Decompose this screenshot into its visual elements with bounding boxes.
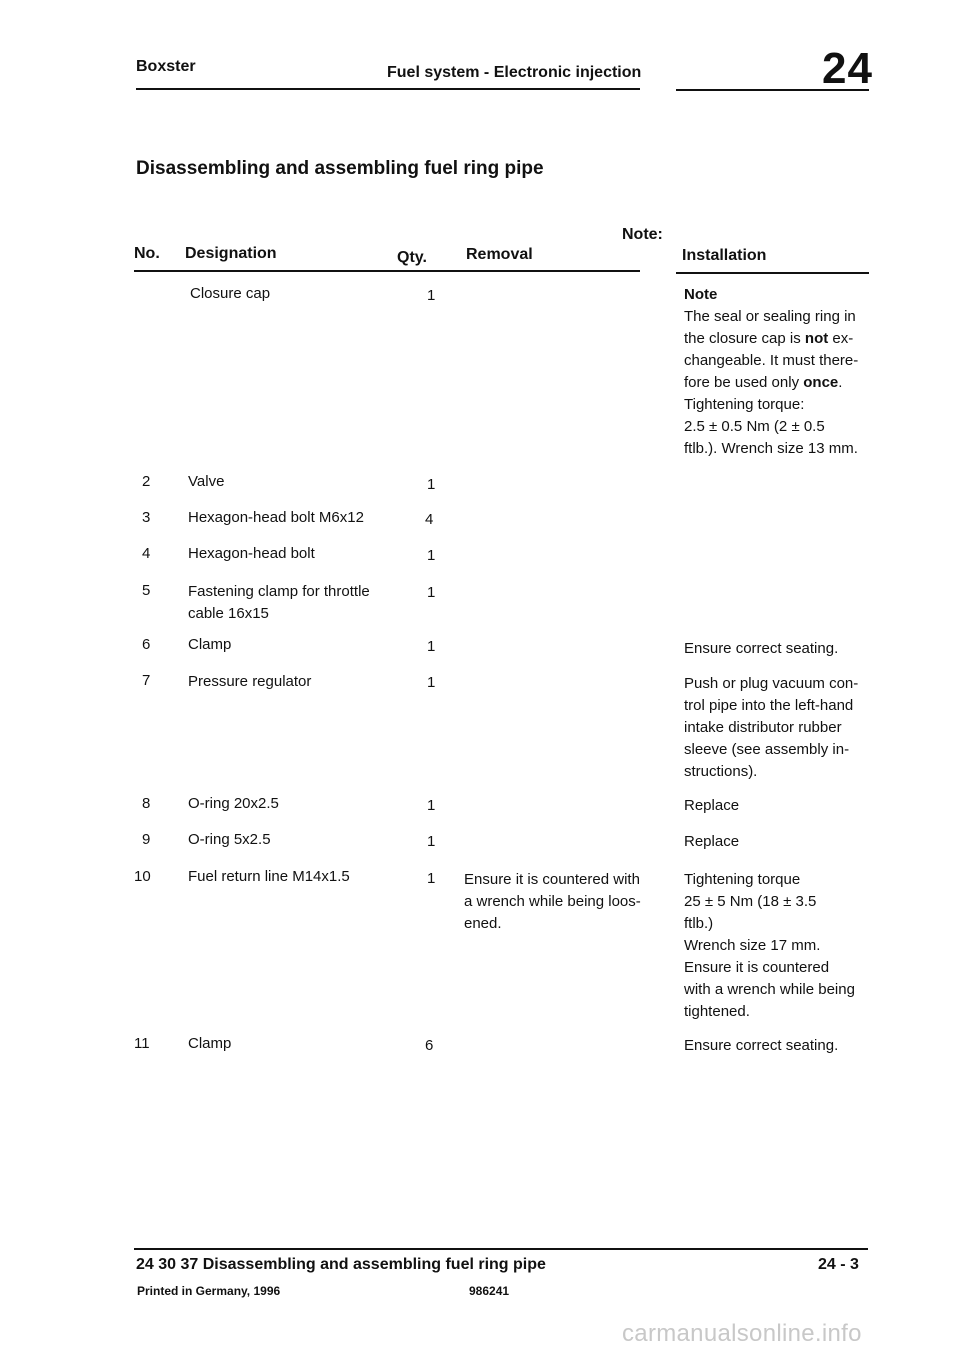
table-row-6-designation: Clamp (188, 636, 232, 653)
table-row-3-no: 3 (142, 509, 151, 526)
table-row-5-no: 5 (142, 582, 151, 599)
table-row-7-qty: 1 (427, 674, 436, 691)
table-row-1-designation: Closure cap (190, 285, 271, 302)
col-header-installation: Installation (682, 247, 767, 264)
table-row-8-installation: Replace (684, 797, 740, 814)
header-rule-left (136, 88, 640, 90)
footer-printed: Printed in Germany, 1996 (137, 1284, 281, 1298)
note-line: Tightening torque: (684, 396, 805, 413)
header-rule-right (676, 89, 869, 91)
note-line: 2.5 ± 0.5 Nm (2 ± 0.5 (684, 418, 825, 435)
table-row-11-installation: Ensure correct seating. (684, 1037, 839, 1054)
note-text: the closure cap is (684, 330, 805, 347)
table-row-7-no: 7 (142, 672, 151, 689)
table-row-6-no: 6 (142, 636, 151, 653)
note-line: The seal or sealing ring in (684, 308, 856, 325)
col-header-qty: Qty. (397, 249, 427, 266)
table-row-7-designation: Pressure regulator (188, 673, 312, 690)
table-row-8-qty: 1 (427, 797, 436, 814)
table-row-11-qty: 6 (425, 1037, 434, 1054)
table-row-7-installation: Push or plug vacuum con- trol pipe into … (684, 675, 859, 780)
table-row-8-no: 8 (142, 795, 151, 812)
table-row-6-installation: Ensure correct seating. (684, 640, 839, 657)
table-row-4-qty: 1 (427, 547, 436, 564)
table-row-8-designation: O-ring 20x2.5 (188, 795, 279, 812)
col-header-no: No. (134, 245, 160, 262)
note-text: ex- (828, 330, 854, 347)
footer-doc-number: 986241 (469, 1284, 510, 1298)
table-row-2-no: 2 (142, 473, 151, 490)
note-emphasis: not (804, 330, 829, 347)
table-row-10-installation: Tightening torque 25 ± 5 Nm (18 ± 3.5 ft… (684, 871, 855, 1020)
group-number: 24 (822, 44, 873, 93)
note-line: the closure cap is not ex- (684, 328, 858, 350)
table-row-1-installation: Note The seal or sealing ring in the clo… (684, 284, 858, 460)
page-title: Disassembling and assembling fuel ring p… (136, 158, 544, 179)
note-line: fore be used only once. (684, 372, 858, 394)
note-emphasis: once (803, 374, 839, 391)
note-text: . (838, 374, 843, 391)
table-row-2-qty: 1 (427, 476, 436, 493)
note-label: Note: (622, 226, 663, 243)
table-row-11-no: 11 (134, 1035, 150, 1052)
table-row-4-no: 4 (142, 545, 151, 562)
footer-rule (134, 1248, 868, 1250)
table-row-10-designation: Fuel return line M14x1.5 (188, 868, 350, 885)
table-row-10-removal: Ensure it is countered with a wrench whi… (464, 871, 641, 932)
footer-section-title: 24 30 37 Disassembling and assembling fu… (136, 1256, 546, 1273)
note-line: ftlb.). Wrench size 13 mm. (684, 440, 858, 457)
col-header-designation: Designation (185, 245, 277, 262)
table-header-rule-left (134, 270, 640, 272)
table-row-9-designation: O-ring 5x2.5 (188, 831, 271, 848)
note-text: fore be used only (684, 374, 804, 391)
table-row-2-designation: Valve (188, 473, 225, 490)
table-row-4-designation: Hexagon-head bolt (188, 545, 315, 562)
note-line: changeable. It must there- (684, 352, 859, 369)
header-section: Fuel system - Electronic injection (387, 64, 642, 81)
table-row-3-qty: 4 (425, 511, 434, 528)
table-row-1-qty: 1 (427, 287, 436, 304)
table-row-9-qty: 1 (427, 833, 436, 850)
table-row-5-qty: 1 (427, 584, 436, 601)
table-row-9-installation: Replace (684, 833, 740, 850)
table-row-3-designation: Hexagon-head bolt M6x12 (188, 509, 364, 526)
col-header-removal: Removal (466, 246, 533, 263)
note-heading: Note (684, 286, 718, 303)
table-row-5-designation: Fastening clamp for throttle cable 16x15 (188, 583, 370, 622)
table-row-10-qty: 1 (427, 870, 436, 887)
table-row-9-no: 9 (142, 831, 151, 848)
header-model: Boxster (136, 58, 196, 75)
footer-page-number: 24 - 3 (818, 1256, 859, 1273)
table-header-rule-right (676, 272, 869, 274)
table-row-10-no: 10 (134, 868, 151, 885)
watermark: carmanualsonline.info (622, 1320, 862, 1347)
table-row-11-designation: Clamp (188, 1035, 232, 1052)
table-row-6-qty: 1 (427, 638, 436, 655)
